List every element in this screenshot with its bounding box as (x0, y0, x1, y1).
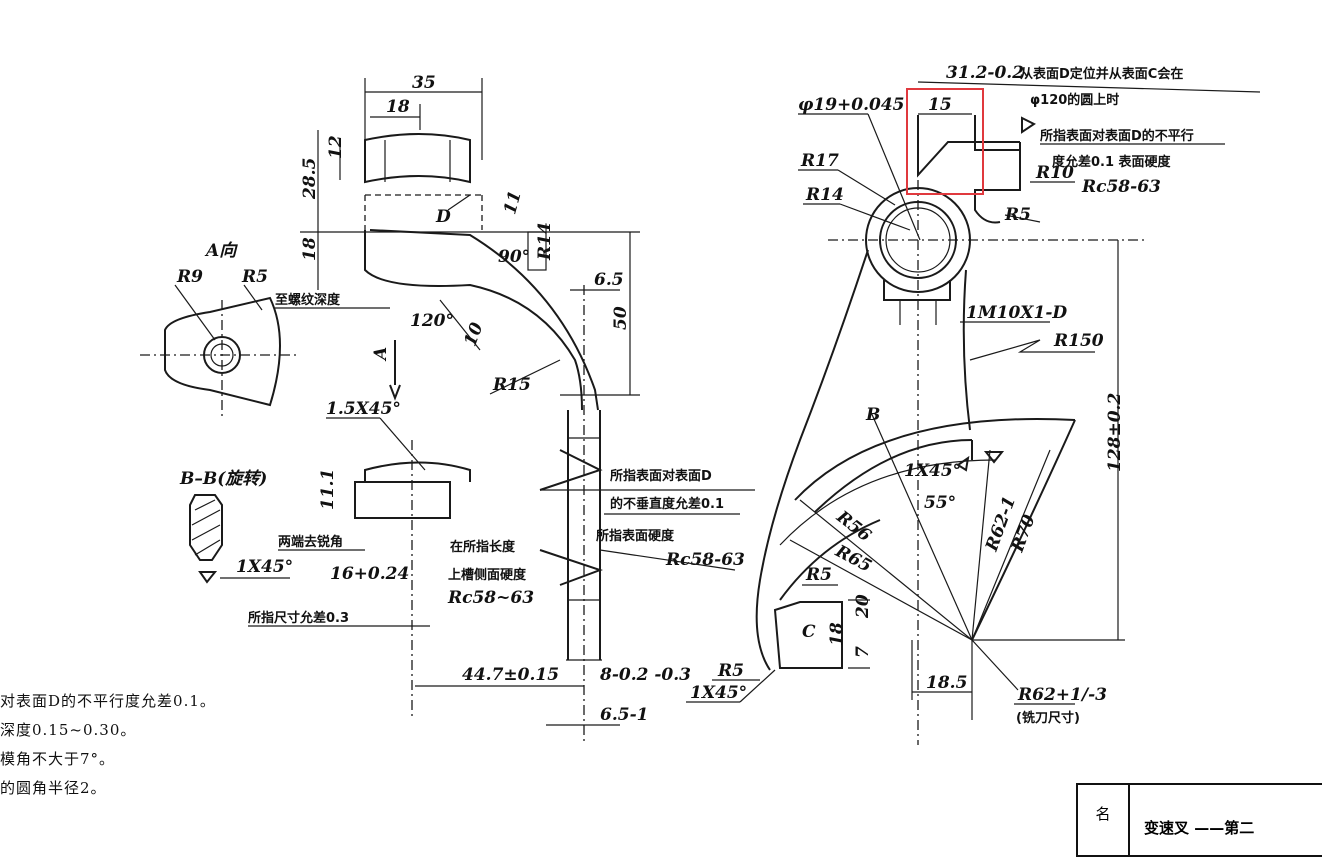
view-A-r5: R5 (241, 267, 268, 287)
dim-50: 50 (611, 306, 631, 330)
view-A-arrow-label: A (371, 347, 391, 362)
title-block: 名 变速叉 ——第二 (1076, 783, 1322, 857)
section-chamfer: 1X45° (236, 557, 293, 577)
thread-depth-label: 至螺纹深度 (275, 292, 341, 308)
dim-12: 12 (326, 135, 346, 159)
perp-note-2: 的不垂直度允差0.1 (610, 496, 724, 512)
note-line-4: 的圆角半径2。 (0, 779, 107, 797)
r62-mill: R62+1/-3 (1017, 685, 1107, 705)
width-16: 16+0.24 (330, 564, 409, 584)
r56: R56 (832, 506, 875, 546)
dim-18b: 18 (300, 237, 320, 261)
size-tolerance: 所指尺寸允差0.3 (248, 610, 349, 626)
label-B: B (865, 405, 880, 425)
r65: R65 (831, 541, 875, 577)
r5-mid: R5 (805, 565, 832, 585)
hardness-rc: Rc58~63 (447, 588, 534, 608)
dim-11-1: 11.1 (318, 469, 338, 510)
title-block-name-label: 名 (1078, 785, 1130, 855)
dim-20: 20 (853, 594, 873, 619)
angle-55: 55° (924, 493, 956, 513)
chamfer-1-5x45: 1.5X45° (326, 399, 401, 419)
title-block-part-name: 变速叉 ——第二 (1130, 785, 1322, 855)
height-128: 128±0.2 (1105, 393, 1125, 472)
r17: R17 (800, 151, 839, 171)
dim-18-c: 18 (827, 622, 847, 646)
section-bb-title: B–B(旋转) (179, 469, 267, 489)
milling-size: (铣刀尺寸) (1016, 710, 1080, 726)
bore-label: φ19+0.045 (798, 95, 905, 115)
thread-label: 1M10X1-D (966, 303, 1067, 323)
dim-35: 35 (412, 73, 436, 93)
circle-note: φ120的圆上时 (1030, 92, 1119, 108)
dim-31-2-note: 从表面D定位并从表面C会在 (1020, 66, 1183, 82)
dim-6-5: 6.5 (594, 270, 624, 290)
chamfer-1x45: 1X45° (904, 461, 961, 481)
note-line-3: 模角不大于7°。 (0, 750, 116, 768)
dim-r14: R14 (535, 222, 555, 261)
dim-31-2: 31.2-0.2 (946, 63, 1024, 83)
surface-hardness-value: Rc58-63 (665, 550, 745, 570)
parallel-hardness: Rc58-63 (1081, 177, 1161, 197)
perp-note-1: 所指表面对表面D (610, 468, 712, 484)
r5-low: R5 (717, 661, 744, 681)
label-D: D (435, 207, 451, 227)
r150: R150 (1053, 331, 1104, 351)
r5-top: R5 (1004, 205, 1031, 225)
dim-r15: R15 (492, 375, 531, 395)
dim-8: 8-0.2 -0.3 (599, 665, 691, 685)
chamfer-low: 1X45° (690, 683, 747, 703)
parallel-note-1: 所指表面对表面D的不平行 (1040, 128, 1194, 144)
view-A-title: A向 (204, 241, 238, 261)
angle-90: 90° (498, 247, 530, 267)
upper-groove-hardness: 上槽侧面硬度 (448, 567, 527, 583)
dim-15: 15 (928, 95, 952, 115)
dim-11: 11 (500, 189, 525, 217)
dim-6-5-bottom: 6.5-1 (600, 705, 648, 725)
both-ends-deburr: 两端去锐角 (278, 534, 343, 550)
within-length-label: 在所指长度 (450, 539, 516, 555)
left-side-view: 35 18 28.5 12 18 D 11 90° R14 6.5 50 (140, 73, 755, 745)
parallel-note-2: 度允差0.1 表面硬度 (1052, 154, 1172, 170)
dim-18: 18 (386, 97, 410, 117)
dim-10: 10 (461, 320, 488, 349)
surface-hardness: 所指表面硬度 (596, 528, 675, 544)
len-44-7: 44.7±0.15 (462, 665, 559, 685)
angle-120: 120° (410, 311, 454, 331)
label-C: C (802, 622, 816, 642)
highlight-box (906, 88, 984, 195)
r10: R10 (1035, 163, 1074, 183)
note-line-2: 深度0.15~0.30。 (0, 721, 137, 739)
view-A-r9: R9 (176, 267, 203, 287)
dim-28-5: 28.5 (300, 158, 320, 200)
dim-18-5: 18.5 (926, 673, 967, 693)
r14: R14 (805, 185, 844, 205)
dim-7: 7 (853, 646, 873, 658)
note-line-1: 对表面D的不平行度允差0.1。 (0, 692, 216, 710)
